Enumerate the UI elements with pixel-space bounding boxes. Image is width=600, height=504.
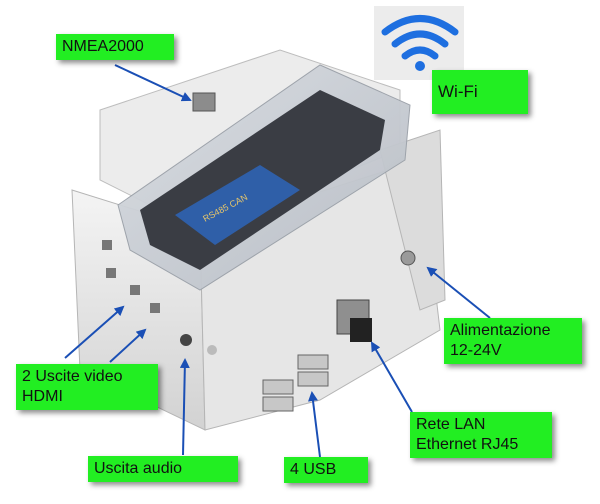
label-lan: Rete LAN Ethernet RJ45 (410, 412, 552, 458)
arrow-audio (179, 358, 190, 456)
label-nmea2000: NMEA2000 (56, 34, 174, 60)
enclosure: RS485 CAN (71, 49, 446, 431)
label-usb: 4 USB (284, 457, 368, 483)
wifi-icon (381, 15, 459, 71)
label-hdmi: 2 Uscite video HDMI (16, 364, 158, 410)
label-wifi: Wi-Fi (432, 70, 528, 114)
arrow-usb (308, 391, 321, 458)
label-audio: Uscita audio (88, 456, 238, 482)
arrow-power (426, 266, 491, 319)
label-power: Alimentazione 12-24V (444, 318, 582, 364)
arrow-hdmi-1 (64, 305, 125, 359)
arrow-nmea (114, 64, 192, 102)
arrow-hdmi-2 (109, 328, 147, 363)
arrow-lan (370, 341, 413, 413)
